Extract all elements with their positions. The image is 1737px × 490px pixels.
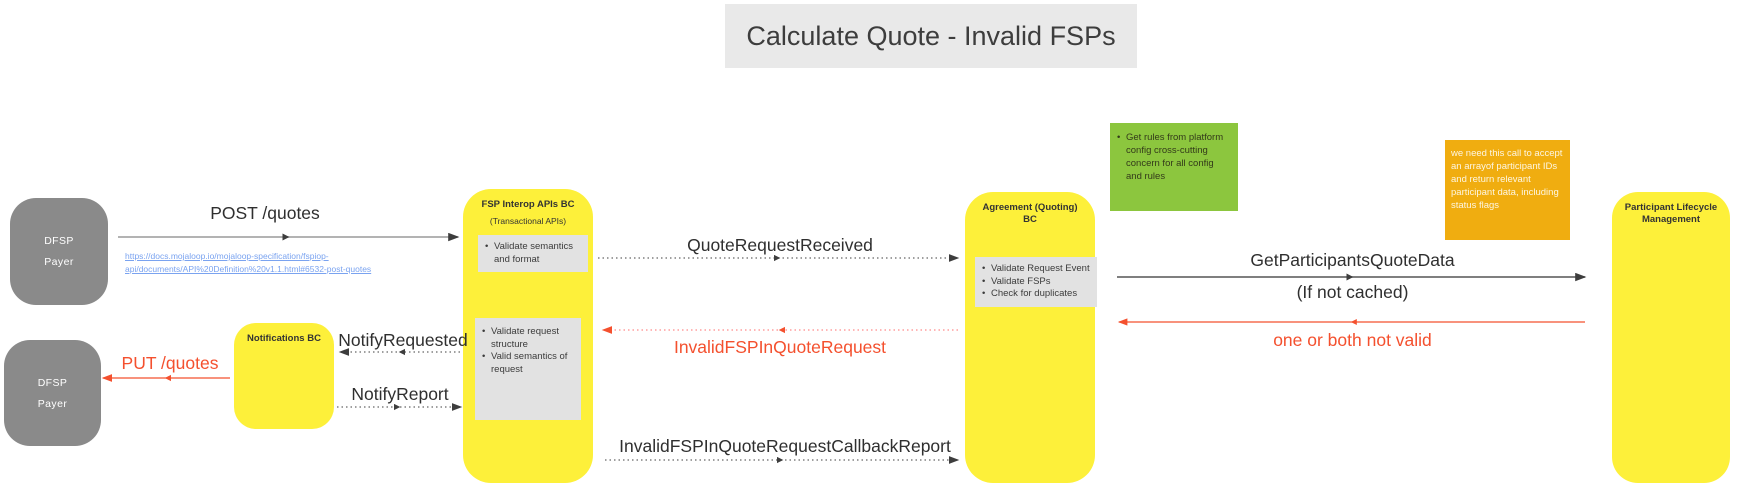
api-definition-link-line2[interactable]: api/documents/API%20Definition%20v1.1.ht… [125,264,372,275]
message-post-quotes: POST /quotes [210,203,320,223]
diagram-title-text: Calculate Quote - Invalid FSPs [746,20,1116,51]
note-item: Check for duplicates [981,288,1093,301]
note-item: Get rules from platform config cross-cut… [1116,131,1232,183]
api-definition-link-line1[interactable]: https://docs.mojaloop.io/mojaloop-specif… [125,251,329,261]
bc-notifications-label: Notifications BC [247,333,321,344]
bc-participant-lifecycle: Participant Lifecycle Management [1612,192,1730,483]
diagram-title: Calculate Quote - Invalid FSPs [725,4,1137,68]
message-put-quotes: PUT /quotes [121,353,219,373]
note-validate-semantics: Validate semantics and format [478,235,588,273]
bc-fsp-interop-sublabel: (Transactional APIs) [489,216,567,227]
note-validate-request: Validate request structure Valid semanti… [475,318,581,420]
actor-label: Payer [44,256,74,268]
note-participant-ids-array: we need this call to accept an arrayof p… [1445,140,1570,240]
note-item: Validate Request Event [981,263,1093,276]
bc-fsp-interop-apis: FSP Interop APIs BC (Transactional APIs)… [463,189,593,483]
note-item: Validate FSPs [981,276,1093,289]
note-text: we need this call to accept an arrayof p… [1451,148,1563,212]
message-one-or-both-not-valid: one or both not valid [1273,330,1432,350]
message-quote-request-received: QuoteRequestReceived [687,235,873,255]
message-if-not-cached: (If not cached) [1296,282,1409,302]
message-notify-requested: NotifyRequested [338,330,468,350]
actor-dfsp-payer-top: DFSP Payer [10,198,108,305]
note-platform-config-rules: Get rules from platform config cross-cut… [1110,123,1238,211]
bc-notifications: Notifications BC [234,323,334,429]
note-item: Validate semantics and format [484,241,584,266]
api-definition-link[interactable]: https://docs.mojaloop.io/mojaloop-specif… [125,250,425,276]
actor-label: DFSP [37,376,68,389]
bc-agreement-label: Agreement (Quoting) BC [982,202,1078,226]
message-invalid-fsp-callback-report: InvalidFSPInQuoteRequestCallbackReport [619,436,951,456]
bc-fsp-interop-label: FSP Interop APIs BC [481,199,575,210]
note-validate-request-event: Validate Request Event Validate FSPs Che… [975,257,1097,307]
note-item: Valid semantics of request [481,351,577,376]
bc-participant-label: Participant Lifecycle Management [1624,202,1718,226]
message-get-participants-quote-data: GetParticipantsQuoteData [1250,250,1455,270]
message-invalid-fsp-in-quote-request: InvalidFSPInQuoteRequest [673,337,887,357]
bc-agreement-quoting: Agreement (Quoting) BC Validate Request … [965,192,1097,483]
message-notify-report: NotifyReport [351,384,449,404]
actor-dfsp-payer-bottom: DFSP Payer [4,340,101,446]
note-item: Validate request structure [481,326,577,351]
actor-label: Payer [37,397,68,410]
actor-label: DFSP [44,235,74,247]
